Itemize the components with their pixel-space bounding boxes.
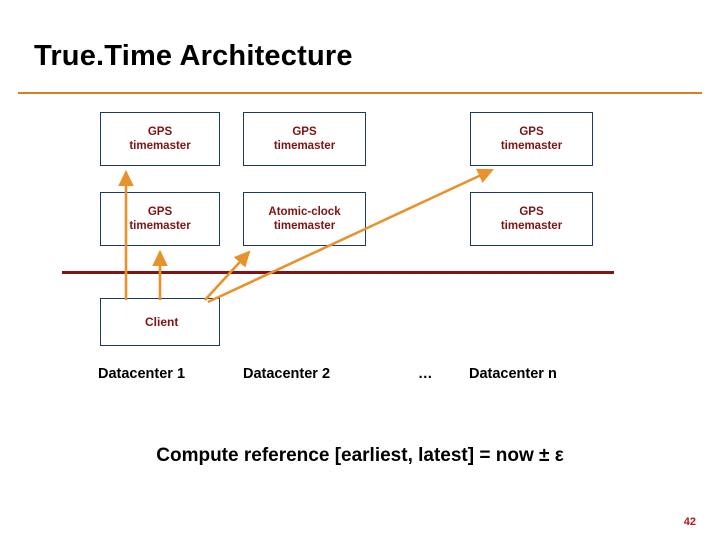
formula-text: Compute reference [earliest, latest] = n… — [156, 445, 564, 466]
timemaster-box-line1: GPS — [519, 126, 544, 138]
timemaster-box[interactable]: GPS timemaster — [100, 192, 220, 246]
timemaster-box-line1: GPS — [292, 126, 317, 138]
page-number: 42 — [683, 516, 696, 528]
timemaster-box-line1: GPS — [519, 206, 544, 218]
client-box-label: Client — [145, 315, 179, 329]
atomic-clock-box-line1: Atomic-clock — [268, 206, 341, 218]
datacenter-label-2: Datacenter 2 — [243, 366, 331, 382]
timemaster-box-line1: GPS — [147, 126, 173, 138]
datacenter-label-1: Datacenter 1 — [98, 366, 186, 382]
timemaster-box[interactable]: GPS timemaster — [470, 192, 593, 246]
timemaster-box-line2: timemaster — [273, 140, 336, 152]
title-divider — [18, 92, 702, 94]
datacenter-divider — [62, 271, 614, 274]
timemaster-box[interactable]: GPS timemaster — [470, 112, 593, 166]
arrow-client-to-atomic-clock — [204, 250, 251, 301]
timemaster-box-line2: timemaster — [500, 220, 563, 232]
atomic-clock-timemaster-box[interactable]: Atomic-clock timemaster — [243, 192, 366, 246]
timemaster-box-line1: GPS — [147, 206, 173, 218]
timemaster-box-line2: timemaster — [129, 220, 191, 232]
timemaster-box[interactable]: GPS timemaster — [100, 112, 220, 166]
timemaster-box[interactable]: GPS timemaster — [243, 112, 366, 166]
atomic-clock-box-line2: timemaster — [273, 220, 336, 232]
timemaster-box-line2: timemaster — [129, 140, 191, 152]
datacenter-ellipsis: … — [418, 366, 433, 382]
client-box[interactable]: Client — [100, 298, 220, 346]
page-title: True.Time Architecture — [34, 40, 353, 72]
timemaster-box-line2: timemaster — [500, 140, 563, 152]
datacenter-label-n: Datacenter n — [469, 366, 557, 382]
